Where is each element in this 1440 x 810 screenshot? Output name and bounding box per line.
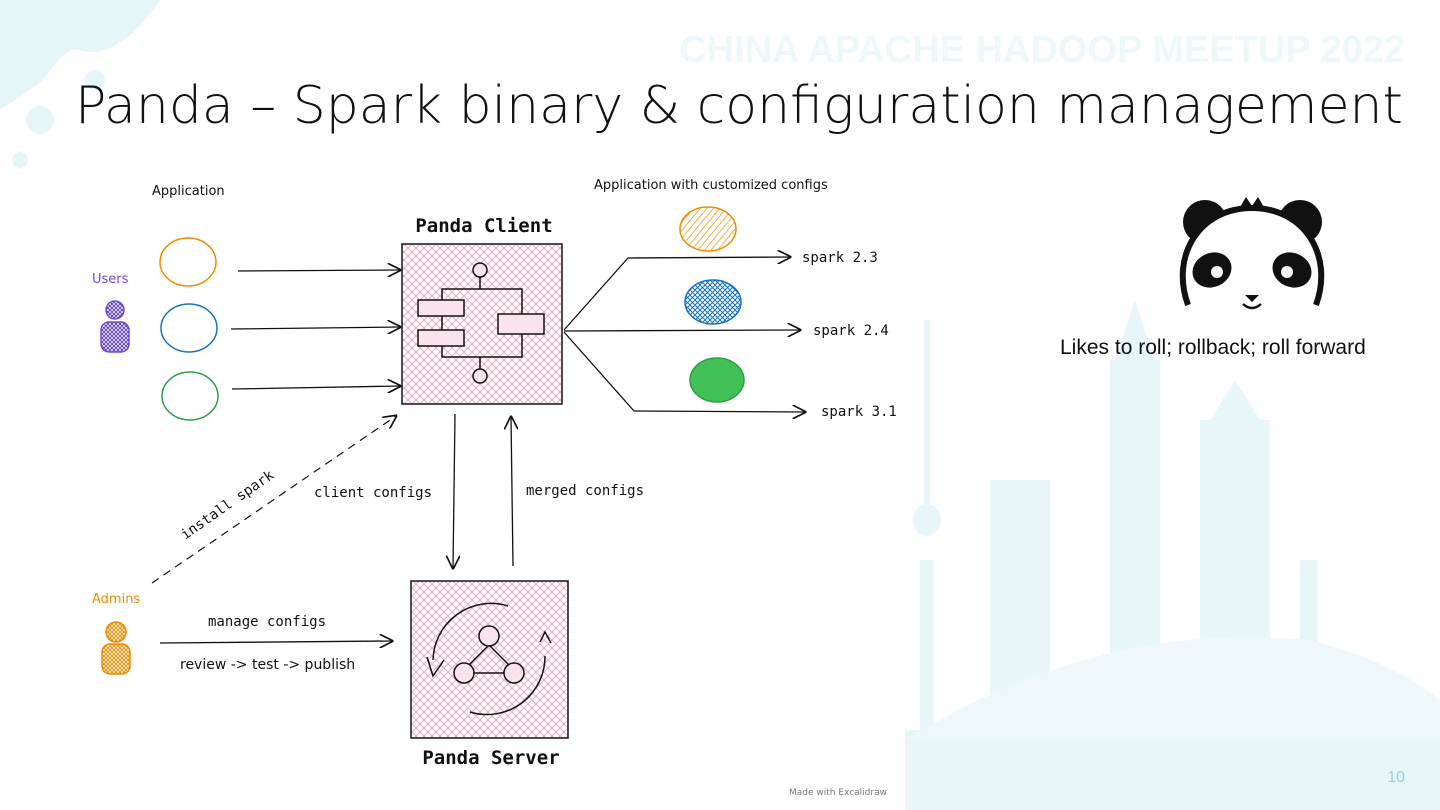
user-person-icon <box>100 300 130 353</box>
application-circle-orange <box>159 237 217 287</box>
spark-fanout-lines <box>563 257 805 412</box>
users-label: Users <box>92 272 129 287</box>
arrow-client-to-spark-2-4 <box>563 330 800 331</box>
custom-config-circle-orange <box>679 206 737 252</box>
custom-config-circle-blue <box>684 279 742 325</box>
users-group: Users <box>92 272 130 353</box>
panda-client-title: Panda Client <box>415 215 552 237</box>
slide-watermark: CHINA APACHE HADOOP MEETUP 2022 <box>679 29 1405 71</box>
application-circle-blue <box>160 303 218 353</box>
component-diagram-icon <box>417 262 545 384</box>
custom-config-circle-green <box>689 357 745 403</box>
panda-server-box <box>410 580 569 739</box>
customized-configs-label: Application with customized configs <box>594 178 828 193</box>
arrow-app-to-client-3 <box>231 386 400 389</box>
paint-splash-decoration <box>0 0 160 168</box>
arrow-install-spark <box>151 416 396 584</box>
panda-mascot-icon <box>1179 197 1325 310</box>
admin-person-icon <box>101 621 131 675</box>
manage-configs-label: manage configs <box>208 614 326 630</box>
arrow-app-to-client-2 <box>230 327 400 329</box>
merged-configs-label: merged configs <box>526 483 644 499</box>
review-flow-label: review -> test -> publish <box>180 657 355 673</box>
page-number: 10 <box>1387 769 1405 786</box>
excalidraw-credit: Made with Excalidraw <box>789 788 887 798</box>
arrow-client-configs <box>453 413 455 568</box>
header: CHINA APACHE HADOOP MEETUP 2022 Panda – … <box>75 29 1405 136</box>
spark-version-label: spark 2.3 <box>802 250 878 266</box>
panda-caption: Likes to roll; rollback; roll forward <box>1060 336 1366 359</box>
arrow-merged-configs <box>511 417 513 567</box>
cycle-network-icon <box>426 602 552 716</box>
panda-client: Panda Client <box>401 215 563 405</box>
client-configs-label: client configs <box>314 485 432 501</box>
arrow-app-to-client-1 <box>237 270 400 271</box>
application-circle-green <box>161 371 219 421</box>
admins-label: Admins <box>92 592 140 607</box>
city-skyline-decoration <box>905 300 1440 810</box>
admins-group: Admins <box>92 592 140 675</box>
arrow-client-to-spark-2-3 <box>563 257 790 331</box>
slide-title: Panda – Spark binary & configuration man… <box>75 76 1403 136</box>
arrow-manage-configs <box>159 641 392 643</box>
panda-server: Panda Server <box>410 580 569 769</box>
application-label: Application <box>152 184 225 199</box>
arrow-client-to-spark-3-1 <box>563 331 805 412</box>
spark-version-label: spark 3.1 <box>821 404 897 420</box>
spark-version-label: spark 2.4 <box>813 323 889 339</box>
panda-server-title: Panda Server <box>422 747 559 769</box>
